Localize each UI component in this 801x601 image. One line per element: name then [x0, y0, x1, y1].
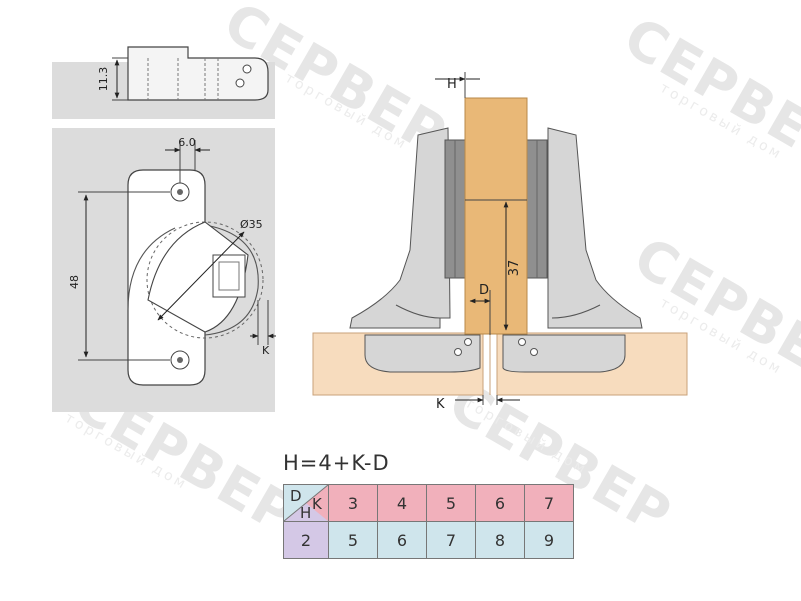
- table-cell-k: 3: [328, 484, 378, 522]
- mounting-plate-side: [127, 46, 269, 101]
- table-cell-h: 7: [426, 521, 476, 559]
- door-panel: [464, 97, 528, 335]
- table-cell-h: 9: [524, 521, 574, 559]
- table-cell-h: 6: [377, 521, 427, 559]
- hinge-arm-right: [547, 127, 643, 329]
- table-cell-k: 7: [524, 484, 574, 522]
- label-k-bottom: K: [436, 397, 445, 412]
- corner-label-k: K: [312, 495, 322, 513]
- screw-hole: [242, 64, 252, 74]
- label-d: D: [479, 283, 489, 298]
- table-row: 2 5 6 7 8 9: [283, 521, 574, 559]
- dim-hole-offset: 6.0: [178, 136, 196, 149]
- table-cell-d: 2: [283, 521, 329, 559]
- corner-label-d: D: [290, 487, 302, 505]
- table-cell-k: 4: [377, 484, 427, 522]
- table-row: D K H 3 4 5 6 7: [283, 484, 574, 522]
- dim-depth: 37: [507, 260, 522, 277]
- hinge-arm-left: [349, 127, 451, 329]
- corner-label-h: H: [300, 504, 312, 522]
- table-cell-k: 6: [475, 484, 525, 522]
- adjustment-table: D K H 3 4 5 6 7 2 5 6 7 8 9: [283, 484, 574, 559]
- label-h: H: [447, 77, 457, 92]
- table-cell-h: 8: [475, 521, 525, 559]
- screw-hole: [235, 78, 245, 88]
- dim-k-left: K: [262, 344, 270, 357]
- hinge-base-left: [364, 334, 481, 373]
- dim-hole-spacing: 48: [68, 275, 81, 289]
- dim-cup-diameter: Ø35: [240, 218, 263, 231]
- dim-top-height: 11.3: [97, 67, 110, 92]
- formula-text: H=4+K-D: [283, 451, 390, 475]
- hinge-base-right: [502, 334, 626, 373]
- table-cell-k: 5: [426, 484, 476, 522]
- table-corner-cell: D K H: [283, 484, 329, 522]
- table-cell-h: 5: [328, 521, 378, 559]
